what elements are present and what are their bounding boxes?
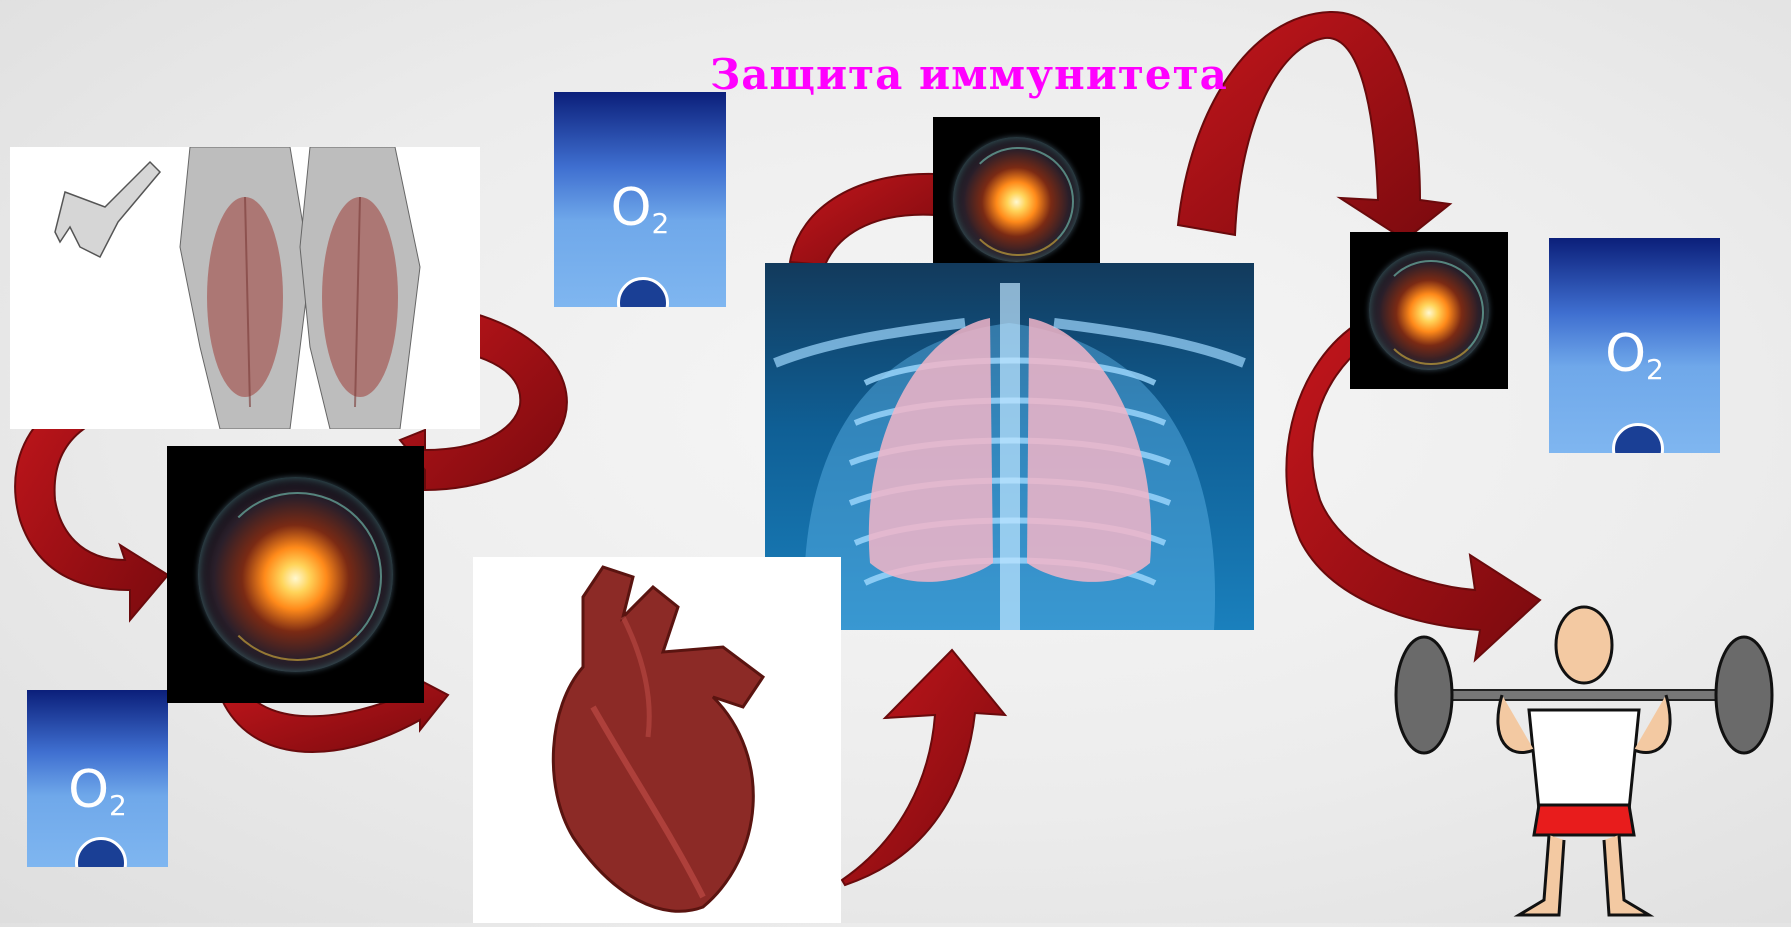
oxygen-card-top: O2 — [554, 92, 726, 307]
heart-illustration — [473, 557, 841, 923]
oxygen-card-right: O2 — [1549, 238, 1720, 453]
energy-orb-left — [167, 446, 424, 703]
water-drop-icon — [1612, 423, 1664, 453]
arrow-lungs-to-orb — [790, 174, 935, 265]
weightlifter-illustration — [1384, 600, 1791, 923]
weightlifter-image — [1384, 600, 1791, 923]
oxygen-formula: O2 — [1549, 328, 1720, 384]
water-drop-icon — [617, 277, 669, 307]
oxygen-card-left: O2 — [27, 690, 168, 867]
oxygen-formula: O2 — [27, 764, 168, 820]
heart-image — [473, 557, 841, 923]
muscles-image — [10, 147, 480, 429]
muscles-illustration — [10, 147, 480, 429]
energy-orb-right — [1350, 232, 1508, 389]
energy-ring — [213, 492, 381, 660]
arrow-top-arc — [1178, 12, 1450, 240]
energy-orb-top — [933, 117, 1100, 282]
page-title: Защита иммунитета — [710, 50, 1228, 99]
energy-ring — [963, 147, 1074, 257]
arrow-heart-to-lungs — [842, 650, 1005, 885]
water-drop-icon — [75, 837, 127, 867]
energy-ring — [1378, 260, 1483, 364]
oxygen-formula: O2 — [554, 182, 726, 238]
